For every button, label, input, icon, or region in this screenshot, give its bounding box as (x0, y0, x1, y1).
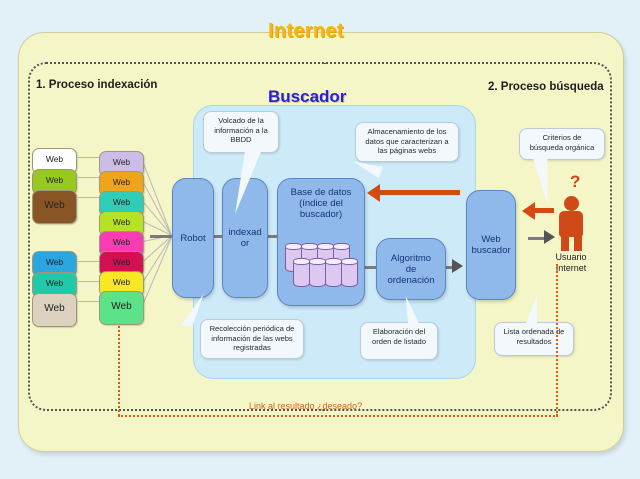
web-card-label: Web (45, 278, 64, 288)
orange-arrow-webbuscador-to-bbdd-body (380, 190, 460, 195)
box-algoritmo-ordenacion[interactable]: Algoritmo de ordenación (376, 238, 446, 300)
link-path-horizontal (118, 415, 558, 417)
web-card-center-item[interactable]: Web (99, 291, 144, 325)
box-algoritmo-label-2: de (405, 263, 417, 275)
process-1-region (28, 62, 326, 411)
web-card-label: Web (45, 154, 64, 164)
connector-bbdd-algoritmo (362, 266, 378, 269)
web-card-label: Web (45, 257, 64, 267)
process-2-label: 2. Proceso búsqueda (488, 81, 604, 93)
user-label-line-1: Usuario (555, 252, 587, 262)
callout-criterios: Criterios de búsqueda orgánica (519, 128, 605, 160)
user-head-icon (564, 196, 579, 211)
box-indexador[interactable]: indexad or (222, 178, 268, 298)
orange-arrow-user-to-webbuscador-body (534, 208, 554, 213)
link-path-vertical-right (556, 264, 558, 416)
connector-line (78, 301, 99, 302)
web-card-label: Web (112, 197, 131, 207)
connector-webbuscador-to-user (528, 237, 546, 240)
connector-line (78, 157, 99, 158)
box-bbdd-label-2: (índice del (299, 198, 343, 209)
connector-indexador-bbdd (265, 235, 279, 238)
arrow-to-webbuscador (452, 259, 463, 273)
question-mark-icon: ? (570, 172, 581, 191)
box-indexador-label-1: indexad (228, 227, 262, 238)
web-card-bottom-left-item[interactable]: Web (32, 293, 77, 327)
connector-line (78, 197, 99, 198)
orange-arrow-user-to-webbuscador-head (522, 202, 535, 220)
callout-recoleccion: Recolección periódica de información de … (200, 319, 304, 359)
box-bbdd-label-1: Base de datos (290, 187, 352, 198)
callout-volcado: Volcado de la información a la BBDD (203, 111, 279, 153)
web-card-top-left-item[interactable]: Web (32, 190, 77, 224)
connector-algoritmo-webbuscador (443, 266, 455, 269)
connector-webs-robot (150, 235, 174, 238)
box-indexador-label-2: or (240, 238, 250, 249)
user-leg-right-icon (574, 236, 582, 251)
box-robot-label: Robot (180, 232, 206, 244)
callout-elaboracion: Elaboración del orden de listado (360, 322, 438, 360)
callout-almacenamiento: Almacenamiento de los datos que caracter… (355, 122, 459, 162)
database-cylinder-icon (293, 258, 310, 287)
database-cylinder-icon (309, 258, 326, 287)
web-card-label: Web (44, 303, 65, 314)
web-card-label: Web (112, 157, 131, 167)
box-webbuscador-label-2: buscador (471, 245, 511, 256)
web-card-label: Web (112, 237, 131, 247)
process-1-label: 1. Proceso indexación (36, 79, 158, 91)
web-card-label: Web (44, 200, 65, 211)
web-card-label: Web (112, 177, 131, 187)
user-body-icon (559, 211, 583, 237)
web-card-label: Web (112, 257, 131, 267)
callout-lista: Lista ordenada de resultados (494, 322, 574, 356)
box-webbuscador-label-1: Web (481, 234, 501, 245)
connector-robot-indexador (211, 235, 224, 238)
web-card-label: Web (112, 277, 131, 287)
web-card-label: Web (112, 217, 131, 227)
internet-title: Internet (268, 20, 344, 42)
user-label-line-2: Internet (555, 263, 587, 273)
database-cylinder-icon (341, 258, 358, 287)
web-card-label: Web (45, 175, 64, 185)
box-web-buscador[interactable]: Web buscador (466, 190, 516, 300)
database-cylinders-icon (283, 243, 359, 289)
arrow-to-user (544, 230, 555, 244)
user-label: Usuario Internet (536, 252, 606, 274)
connector-line (78, 177, 99, 178)
box-algoritmo-label-3: ordenación (387, 274, 435, 286)
box-robot[interactable]: Robot (172, 178, 214, 298)
orange-arrow-webbuscador-to-bbdd-head (367, 184, 380, 202)
user-leg-left-icon (561, 236, 569, 251)
database-cylinder-icon (325, 258, 342, 287)
box-algoritmo-label-1: Algoritmo (390, 252, 432, 264)
box-bbdd-label-3: buscador) (299, 209, 343, 220)
process-2-region (322, 62, 612, 411)
link-label: Link al resultado ¿deseado? (249, 401, 363, 411)
link-path-vertical-left (118, 262, 120, 416)
web-card-label: Web (111, 301, 132, 312)
buscador-title: Buscador (268, 87, 347, 106)
connector-line (78, 281, 99, 282)
connector-line (78, 261, 99, 262)
